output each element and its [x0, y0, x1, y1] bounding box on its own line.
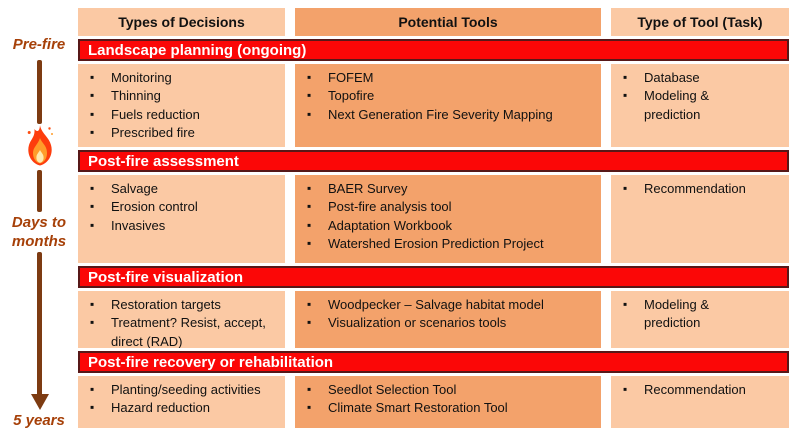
list-item: Watershed Erosion Prediction Project	[295, 235, 589, 253]
timeline-label-pre-fire: Pre-fire	[12, 36, 66, 53]
cell-tools-assessment: BAER SurveyPost-fire analysis toolAdapta…	[295, 175, 601, 263]
decisions-list: MonitoringThinningFuels reductionPrescri…	[78, 64, 285, 143]
list-item: Climate Smart Restoration Tool	[295, 399, 589, 417]
task-list: Recommendation	[611, 175, 789, 198]
section-header-post-fire-assessment: Post-fire assessment	[78, 150, 789, 172]
cell-task-landscape: DatabaseModeling & prediction	[611, 64, 789, 147]
cell-task-recovery: Recommendation	[611, 376, 789, 428]
list-item: Adaptation Workbook	[295, 217, 589, 235]
list-item: Recommendation	[611, 381, 746, 399]
timeline-days-line1: Days to	[11, 214, 67, 231]
list-item: FOFEM	[295, 69, 589, 87]
list-item: Seedlot Selection Tool	[295, 381, 589, 399]
list-item: Database	[611, 69, 743, 87]
decision-matrix: Types of Decisions Potential Tools Type …	[78, 8, 790, 428]
cell-tools-visualization: Woodpecker – Salvage habitat modelVisual…	[295, 291, 601, 348]
tools-list: Seedlot Selection ToolClimate Smart Rest…	[295, 376, 601, 418]
section-header-landscape-planning: Landscape planning (ongoing)	[78, 39, 789, 61]
fire-timeline: Pre-fire Days to months 5 years	[0, 0, 78, 440]
timeline-arrow-stem	[37, 252, 42, 396]
task-list: Modeling & prediction	[611, 291, 789, 333]
cell-decisions-visualization: Restoration targetsTreatment? Resist, ac…	[78, 291, 285, 348]
cell-decisions-landscape: MonitoringThinningFuels reductionPrescri…	[78, 64, 285, 147]
list-item: BAER Survey	[295, 180, 589, 198]
list-item: Recommendation	[611, 180, 746, 198]
list-item: Next Generation Fire Severity Mapping	[295, 106, 589, 124]
decisions-list: Restoration targetsTreatment? Resist, ac…	[78, 291, 285, 348]
cell-task-assessment: Recommendation	[611, 175, 789, 263]
decisions-list: Planting/seeding activitiesHazard reduct…	[78, 376, 285, 418]
cell-tools-recovery: Seedlot Selection ToolClimate Smart Rest…	[295, 376, 601, 428]
tools-list: FOFEMTopofireNext Generation Fire Severi…	[295, 64, 601, 124]
list-item: Invasives	[78, 217, 273, 235]
task-list: DatabaseModeling & prediction	[611, 64, 789, 124]
list-item: Hazard reduction	[78, 399, 273, 417]
timeline-label-five-years: 5 years	[13, 412, 65, 429]
list-item: Post-fire analysis tool	[295, 198, 589, 216]
list-item: Modeling & prediction	[611, 87, 743, 124]
list-item: Planting/seeding activities	[78, 381, 273, 399]
list-item: Prescribed fire	[78, 124, 273, 142]
column-header-types-of-decisions: Types of Decisions	[78, 8, 285, 36]
flame-icon	[21, 124, 59, 168]
timeline-days-line2: months	[11, 233, 67, 250]
cell-tools-landscape: FOFEMTopofireNext Generation Fire Severi…	[295, 64, 601, 147]
list-item: Salvage	[78, 180, 273, 198]
list-item: Visualization or scenarios tools	[295, 314, 589, 332]
cell-decisions-assessment: SalvageErosion controlInvasives	[78, 175, 285, 263]
list-item: Woodpecker – Salvage habitat model	[295, 296, 589, 314]
list-item: Monitoring	[78, 69, 273, 87]
list-item: Erosion control	[78, 198, 273, 216]
column-header-potential-tools: Potential Tools	[295, 8, 601, 36]
list-item: Modeling & prediction	[611, 296, 743, 333]
list-item: Topofire	[295, 87, 589, 105]
decisions-list: SalvageErosion controlInvasives	[78, 175, 285, 235]
timeline-label-days-to-months: Days to months	[0, 213, 78, 251]
cell-task-visualization: Modeling & prediction	[611, 291, 789, 348]
section-header-post-fire-visualization: Post-fire visualization	[78, 266, 789, 288]
column-header-type-of-tool: Type of Tool (Task)	[611, 8, 789, 36]
list-item: Fuels reduction	[78, 106, 273, 124]
list-item: Treatment? Resist, accept, direct (RAD)	[78, 314, 273, 348]
tools-list: Woodpecker – Salvage habitat modelVisual…	[295, 291, 601, 333]
task-list: Recommendation	[611, 376, 789, 399]
tools-list: BAER SurveyPost-fire analysis toolAdapta…	[295, 175, 601, 254]
cell-decisions-recovery: Planting/seeding activitiesHazard reduct…	[78, 376, 285, 428]
arrow-down-icon	[31, 394, 49, 410]
timeline-line-upper	[37, 60, 42, 124]
section-header-post-fire-recovery: Post-fire recovery or rehabilitation	[78, 351, 789, 373]
list-item: Restoration targets	[78, 296, 273, 314]
timeline-line-lower	[37, 170, 42, 212]
list-item: Thinning	[78, 87, 273, 105]
